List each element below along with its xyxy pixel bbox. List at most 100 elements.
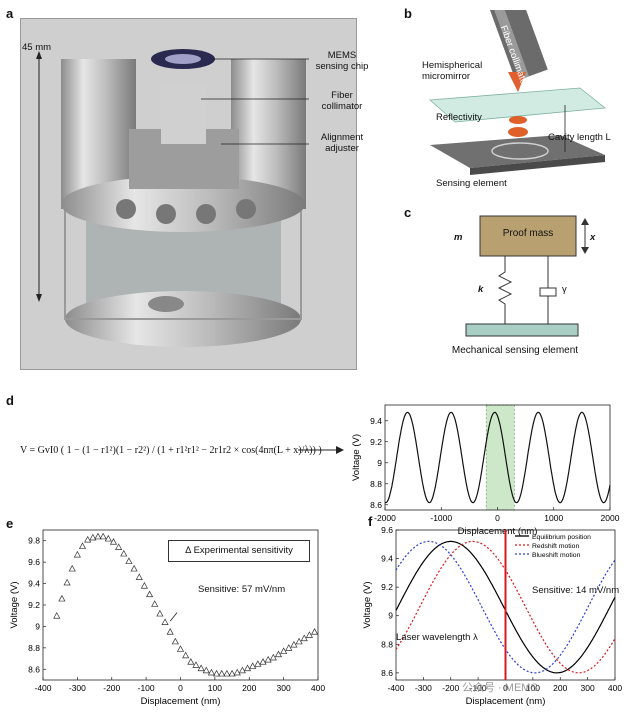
y-tick-label: 8.6 — [381, 668, 393, 678]
x-tick-label: 200 — [242, 683, 256, 693]
legend-label-0: Equilibrium position — [532, 534, 591, 541]
x-tick-label: -300 — [69, 683, 86, 693]
hemispherical-label: Hemispherical micromirror — [422, 60, 483, 82]
data-point — [310, 628, 319, 635]
y-tick-label: 8.6 — [370, 500, 382, 510]
data-point — [166, 628, 174, 635]
data-point — [135, 573, 143, 580]
panel-letter-b: b — [404, 6, 412, 21]
data-point — [94, 532, 102, 540]
data-point — [254, 660, 262, 667]
panel-letter-d: d — [6, 393, 14, 408]
y-tick-label: 9.2 — [370, 437, 382, 447]
data-point — [89, 533, 97, 541]
series-line — [384, 411, 611, 504]
y-tick-label: 9 — [388, 611, 393, 621]
y-tick-label: 9.4 — [370, 416, 382, 426]
data-point — [274, 650, 283, 658]
y-tick-label: 9.4 — [381, 554, 393, 564]
equation-text: V = GvI0 ( 1 − (1 − r1²)(1 − r2²) / (1 +… — [20, 445, 322, 456]
x-tick-label: 100 — [208, 683, 222, 693]
voltage-equation: V = GvI0 ( 1 − (1 − r1²)(1 − r2²) / (1 +… — [20, 425, 322, 485]
y-axis-label: Voltage (V) — [351, 434, 362, 481]
device-photo — [20, 18, 357, 370]
data-point — [151, 600, 159, 607]
device-illustration — [21, 19, 356, 369]
data-point — [207, 668, 216, 676]
sensing-element-plate — [430, 135, 605, 168]
collimator-body — [488, 10, 548, 82]
mechanical-caption: Mechanical sensing element — [451, 345, 579, 356]
cavity-length-label: Cavity length L — [548, 132, 611, 143]
k-symbol: k — [478, 284, 484, 295]
x-tick-label: 2000 — [601, 513, 620, 523]
x-tick-label: 1000 — [544, 513, 563, 523]
mechanical-model — [465, 215, 589, 337]
panel-letter-f: f — [368, 514, 373, 529]
y-tick-label: 8.6 — [28, 664, 40, 674]
data-point — [104, 534, 112, 542]
data-point — [120, 549, 128, 557]
x-tick-label: -200 — [103, 683, 120, 693]
data-point — [99, 532, 107, 540]
x-tick-label: -1000 — [430, 513, 452, 523]
equation-arrow — [298, 446, 344, 454]
x-tick-label: 0 — [178, 683, 183, 693]
data-point — [182, 651, 190, 659]
data-point — [218, 669, 226, 677]
reflectivity-label: Reflectivity — [436, 112, 482, 123]
legend-label-2: Blueshift motion — [532, 552, 581, 559]
y-tick-label: 9 — [35, 621, 40, 631]
y-tick-label: 9 — [377, 458, 382, 468]
x-tick-label: -400 — [34, 683, 51, 693]
data-point — [243, 664, 252, 672]
damper — [539, 287, 557, 297]
micromirror-plate — [429, 87, 607, 123]
x-tick-label: 400 — [311, 683, 325, 693]
y-tick-label: 9.2 — [381, 582, 393, 592]
highlight-region — [485, 404, 515, 511]
x-tick-label: -100 — [138, 683, 155, 693]
data-point — [125, 557, 133, 564]
annotation-arrow — [169, 612, 178, 622]
data-point — [58, 594, 66, 602]
data-point — [187, 658, 195, 665]
x-axis-label: Displacement (nm) — [458, 526, 538, 537]
data-point — [161, 618, 169, 625]
sensing-element-label: Sensing element — [436, 178, 507, 189]
data-point — [176, 645, 185, 652]
x-tick-label: -400 — [387, 683, 404, 693]
proof-mass-box — [479, 215, 577, 257]
data-point — [197, 664, 205, 672]
y-tick-label: 8.8 — [381, 639, 393, 649]
y-tick-label: 9.8 — [28, 536, 40, 546]
y-tick-label: 9.6 — [381, 525, 393, 535]
data-point — [213, 669, 221, 677]
panel-letter-e: e — [6, 516, 14, 531]
y-tick-label: 9.4 — [28, 579, 40, 589]
x-tick-label: -300 — [415, 683, 432, 693]
data-point — [285, 644, 293, 651]
label-alignment-adjuster: Alignment adjuster — [320, 132, 364, 154]
data-point — [300, 634, 308, 642]
data-point — [109, 538, 118, 545]
data-point — [53, 611, 61, 619]
annotation-14: Sensitive: 14 mV/nm — [532, 585, 620, 596]
x-tick-label: 200 — [553, 683, 567, 693]
gamma-symbol: γ — [562, 284, 567, 295]
data-point — [264, 655, 272, 663]
y-tick-label: 9.6 — [28, 557, 40, 567]
x-tick-label: -100 — [470, 683, 487, 693]
watermark: 公众号 · MEMS — [462, 682, 538, 694]
cavity-schematic — [429, 10, 607, 175]
fiber-tip — [508, 72, 526, 92]
x-tick-label: -2000 — [374, 513, 396, 523]
data-point — [68, 564, 76, 572]
data-point — [228, 669, 236, 677]
data-point — [223, 669, 231, 677]
label-fiber-collimator: Fiber collimator — [321, 90, 363, 112]
data-point — [156, 609, 164, 617]
